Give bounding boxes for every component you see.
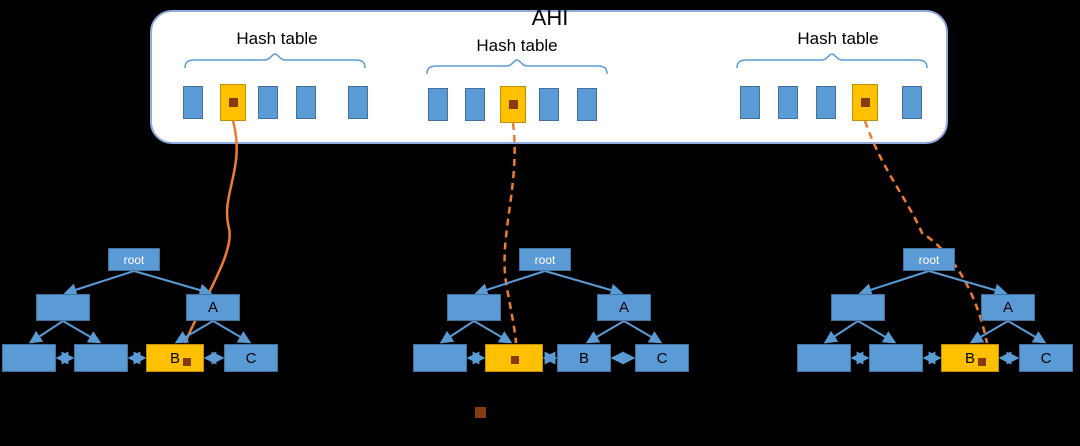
leaf-label: B bbox=[169, 349, 180, 367]
tree-1-leaf-node bbox=[74, 344, 128, 372]
record-marker-icon bbox=[475, 407, 486, 418]
hash-bucket bbox=[183, 86, 203, 119]
leaf-label: B bbox=[964, 349, 975, 367]
ahi-panel bbox=[150, 10, 948, 144]
tree-2-internal-node bbox=[447, 294, 501, 321]
tree-3-leaf-node bbox=[797, 344, 851, 372]
tree-1-internal-node bbox=[36, 294, 90, 321]
record-marker-icon bbox=[228, 98, 238, 107]
tree-1-leaf-B-highlighted: B bbox=[146, 344, 204, 372]
hash-table-label-3: Hash table bbox=[797, 29, 879, 48]
hash-bucket-highlighted bbox=[220, 84, 246, 121]
tree-2-leaf-highlighted bbox=[485, 344, 543, 372]
tree-1-node-A: A bbox=[186, 294, 240, 321]
hash-bucket bbox=[816, 86, 836, 119]
hash-bucket bbox=[539, 88, 559, 121]
tree-2-leaf-C: C bbox=[635, 344, 689, 372]
record-marker-icon bbox=[978, 358, 986, 366]
tree-1-leaf-node bbox=[2, 344, 56, 372]
tree-3-leaf-B-highlighted: B bbox=[941, 344, 999, 372]
hash-bucket bbox=[296, 86, 316, 119]
hash-bucket bbox=[902, 86, 922, 119]
hash-bucket-highlighted bbox=[500, 86, 526, 123]
hash-table-label-2: Hash table bbox=[476, 36, 558, 55]
hash-bucket bbox=[740, 86, 760, 119]
record-marker-icon bbox=[860, 98, 870, 107]
tree-2-leaf-node bbox=[413, 344, 467, 372]
tree-2-root-node: root bbox=[519, 248, 571, 271]
tree-3-internal-node bbox=[831, 294, 885, 321]
hash-bucket bbox=[428, 88, 448, 121]
tree-1-root-node: root bbox=[108, 248, 160, 271]
hash-bucket-highlighted bbox=[852, 84, 878, 121]
tree-2-leaf-B: B bbox=[557, 344, 611, 372]
record-marker-icon bbox=[511, 356, 519, 364]
hash-bucket bbox=[348, 86, 368, 119]
ahi-title: AHI bbox=[531, 5, 569, 30]
hash-table-label-1: Hash table bbox=[236, 29, 318, 48]
tree-3-root-node: root bbox=[903, 248, 955, 271]
record-marker-icon bbox=[508, 100, 518, 109]
hash-bucket bbox=[465, 88, 485, 121]
tree-3-node-A: A bbox=[981, 294, 1035, 321]
tree-3-leaf-node bbox=[869, 344, 923, 372]
hash-bucket bbox=[577, 88, 597, 121]
tree-2-node-A: A bbox=[597, 294, 651, 321]
hash-bucket bbox=[258, 86, 278, 119]
tree-1-leaf-C: C bbox=[224, 344, 278, 372]
hash-bucket bbox=[778, 86, 798, 119]
record-marker-icon bbox=[183, 358, 191, 366]
pointer-line-2 bbox=[503, 122, 518, 344]
tree-3-leaf-C: C bbox=[1019, 344, 1073, 372]
